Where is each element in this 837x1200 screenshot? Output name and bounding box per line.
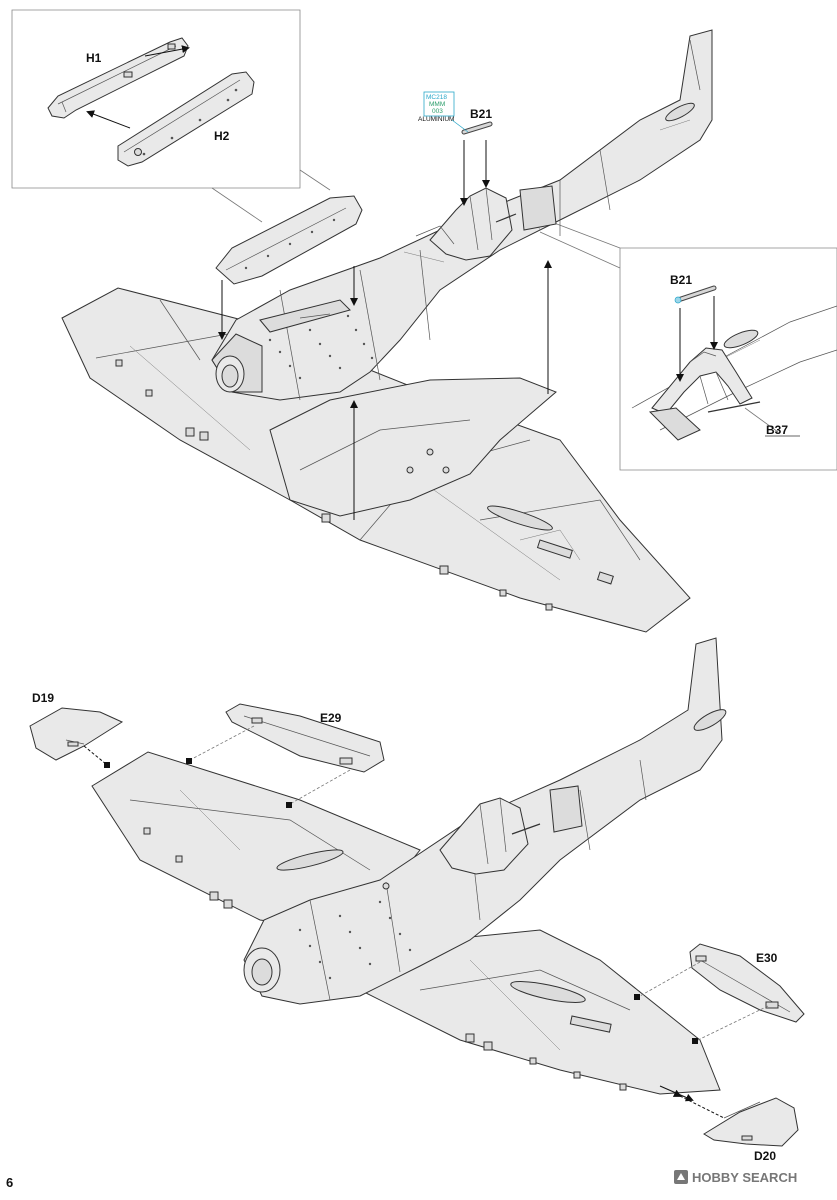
page-number: 6 <box>6 1175 14 1190</box>
inset-h1-h2: H1 H2 <box>11 9 331 223</box>
hobby-search-logo-icon <box>674 1170 688 1184</box>
label-d20: D20 <box>754 1149 776 1163</box>
inset-b21-b37: B37 B21 <box>519 209 837 471</box>
part-windscreen-inset <box>648 347 753 441</box>
label-b21-inset: B21 <box>670 273 692 287</box>
label-h1: H1 <box>86 51 102 65</box>
part-b21-main <box>461 121 493 135</box>
part-h1 <box>47 37 189 119</box>
color-callout: MC218 MMM 003 ALUMINIUM <box>418 91 469 133</box>
top-aircraft <box>61 29 713 633</box>
part-d20 <box>703 1097 799 1147</box>
watermark-text: HOBBY SEARCH <box>692 1170 797 1185</box>
color-name: ALUMINIUM <box>418 116 454 123</box>
part-d19 <box>29 707 124 761</box>
color-line3: 003 <box>432 108 443 115</box>
label-e29: E29 <box>320 711 342 725</box>
part-h2 <box>117 71 255 167</box>
label-h2: H2 <box>214 129 230 143</box>
label-b37: B37 <box>766 423 788 437</box>
label-e30: E30 <box>756 951 778 965</box>
bottom-aircraft <box>91 637 727 1095</box>
part-upper-cowling <box>215 195 363 285</box>
label-b21-main: B21 <box>470 107 492 121</box>
top-arrows <box>218 140 552 520</box>
color-code: MC218 <box>426 94 447 101</box>
part-e30 <box>689 943 805 1023</box>
part-b21-inset <box>674 285 717 304</box>
part-e29 <box>225 703 385 773</box>
label-d19: D19 <box>32 691 54 705</box>
color-line2: MMM <box>429 101 445 108</box>
